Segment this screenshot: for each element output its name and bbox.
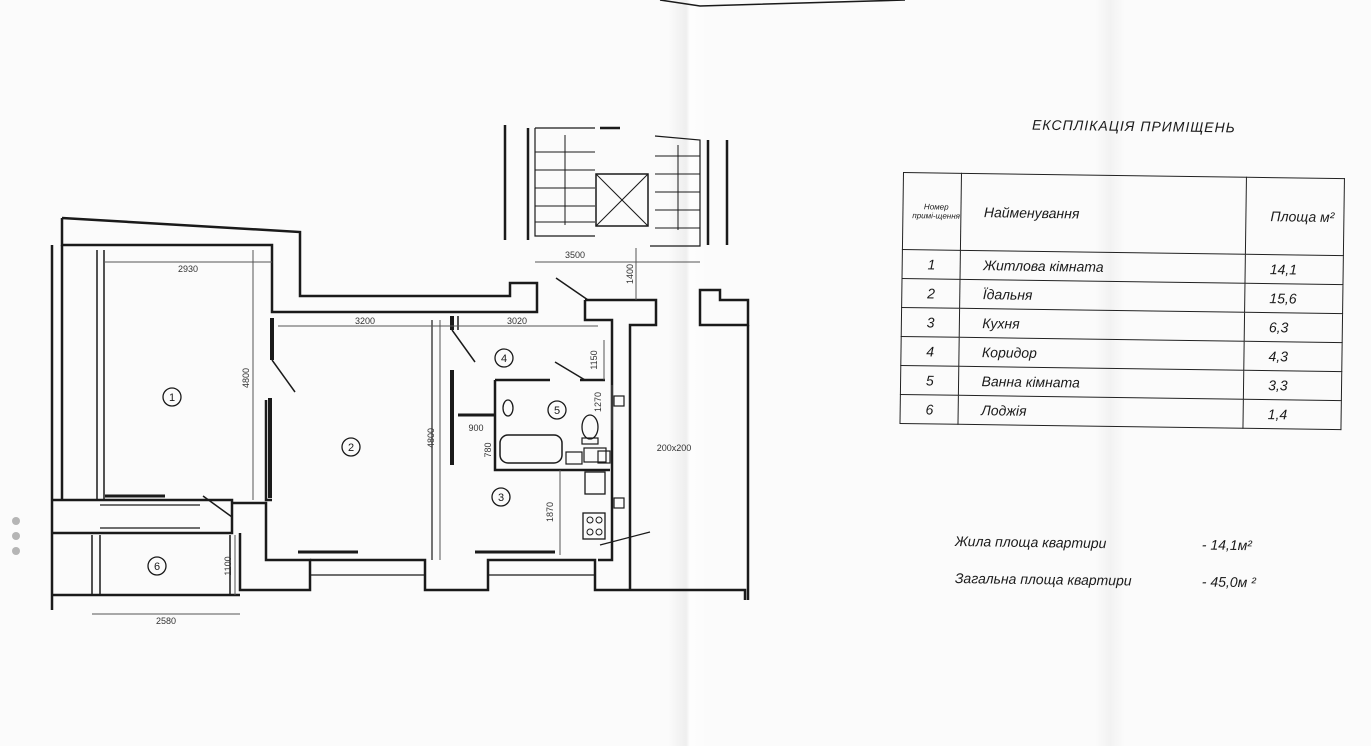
paper-fold [668,0,708,746]
dimension-label: 3020 [507,316,527,326]
dimension-label: 1100 [223,556,233,575]
dimension-label: 4800 [426,428,436,448]
room-marker-2: 2 [348,442,354,454]
room-marker-1: 1 [169,392,175,404]
explication-title: ЕКСПЛІКАЦІЯ ПРИМІЩЕНЬ [1031,116,1236,136]
room-marker-4: 4 [501,353,507,365]
row-number: 2 [901,278,961,309]
row-number: 5 [900,365,960,396]
header-area: Площа м² [1245,177,1345,256]
row-area: 4,3 [1243,341,1343,372]
room-marker-6: 6 [154,561,160,573]
dimension-label: 900 [468,423,483,433]
dimension-label: 780 [483,442,493,457]
row-number: 4 [900,336,960,367]
dimension-label: 3200 [355,316,375,326]
row-area: 3,3 [1243,370,1342,401]
row-name: Лоджія [958,395,1244,429]
side-handle[interactable] [12,517,24,562]
dimension-label: 2930 [178,264,198,274]
row-name: Кухня [959,308,1245,342]
room-marker-3: 3 [498,492,504,504]
dimension-label: 1400 [625,264,635,284]
row-name: Коридор [959,337,1245,371]
total-area-value: - 45,0м ² [1201,573,1256,591]
header-name: Найменування [960,173,1247,255]
row-area: 6,3 [1244,312,1343,343]
row-name: Житлова кімната [960,250,1246,284]
row-name: Ванна кімната [958,366,1244,400]
dimension-label: 1870 [545,502,555,522]
row-area: 1,4 [1243,399,1342,430]
row-number: 3 [901,307,961,338]
living-area-value: - 14,1м² [1201,536,1253,554]
dimension-label: 1150 [589,350,599,369]
row-area: 14,1 [1245,254,1344,285]
dimension-label: 2580 [156,616,176,626]
row-area: 15,6 [1244,283,1343,314]
living-area-label: Жила площа квартири [954,533,1107,552]
header-number: Номер примі-щення [902,172,962,251]
total-area-label: Загальна площа квартири [954,570,1132,589]
row-number: 1 [902,249,961,280]
vent-label: 200x200 [657,443,692,453]
dimension-label: 1270 [593,392,603,412]
paper-fold [1095,0,1125,746]
dimension-label: 4800 [241,368,251,388]
explication-table: Номер примі-щення Найменування Площа м² … [899,172,1345,430]
dimension-label: 3500 [565,250,585,260]
row-name: Їдальня [960,279,1246,313]
table-row: 6 Лоджія 1,4 [899,394,1342,430]
room-marker-5: 5 [554,405,560,417]
row-number: 6 [899,394,959,425]
table-header-row: Номер примі-щення Найменування Площа м² [902,172,1345,256]
